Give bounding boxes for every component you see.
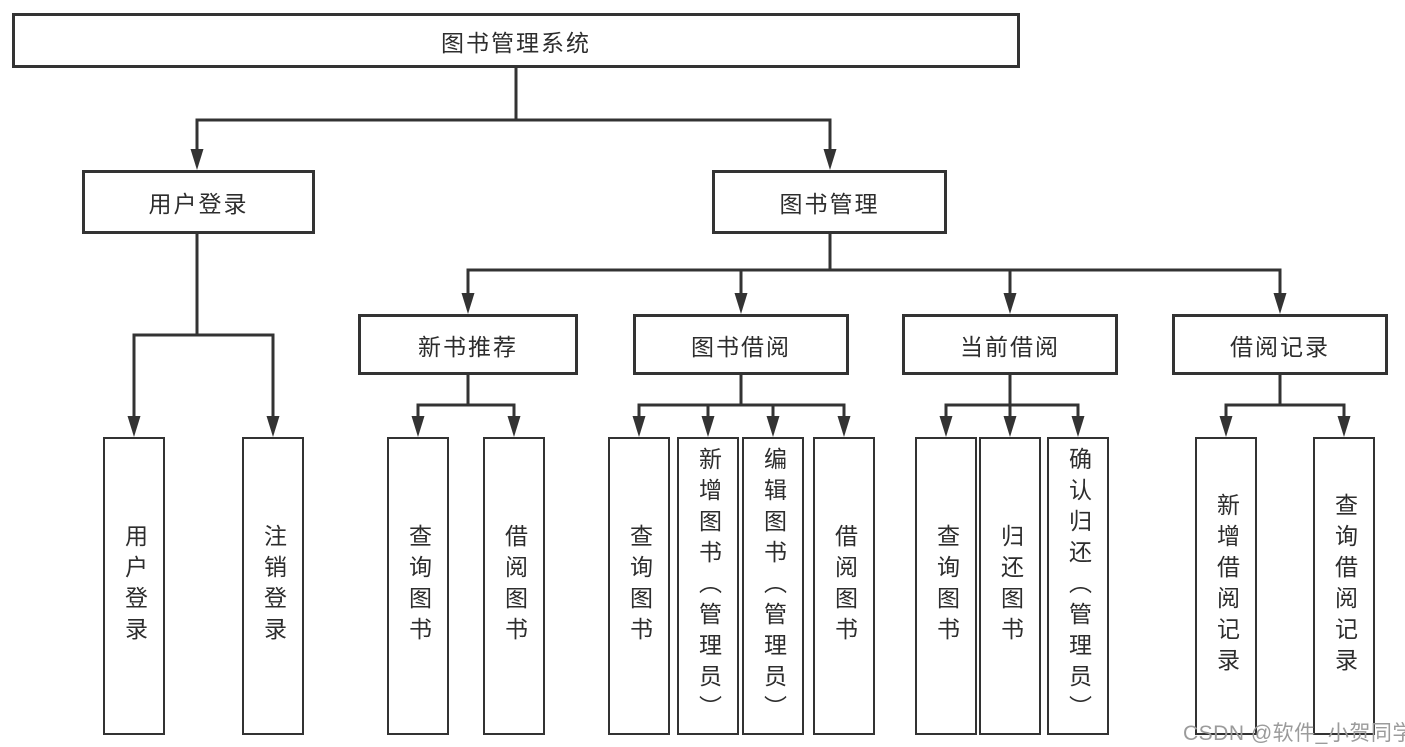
node-borrowing-records: 借阅记录 <box>1172 314 1388 375</box>
node-label: 图书管理系统 <box>441 29 591 56</box>
leaf-borrow-query-books: 查询图书 <box>608 437 670 735</box>
node-label: 图书借阅 <box>691 333 791 360</box>
node-user-login: 用户登录 <box>82 170 315 234</box>
csdn-watermark: CSDN @软件_小贺同学 <box>1183 722 1405 745</box>
leaf-current-return-books: 归还图书 <box>979 437 1041 735</box>
node-label: 用户登录 <box>148 191 249 217</box>
node-label: 图书管理 <box>779 191 880 217</box>
leaf-user-login: 用户登录 <box>103 437 165 735</box>
leaf-borrow-borrow-books: 借阅图书 <box>813 437 875 735</box>
leaf-borrow-edit-books-admin: 编辑图书（管理员） <box>742 437 804 735</box>
leaf-recommend-borrow-books: 借阅图书 <box>483 437 545 735</box>
leaf-borrow-add-books-admin: 新增图书（管理员） <box>677 437 739 735</box>
leaf-records-add-borrow-record: 新增借阅记录 <box>1195 437 1257 735</box>
leaf-current-query-books: 查询图书 <box>915 437 977 735</box>
node-new-book-recommendation: 新书推荐 <box>358 314 578 375</box>
leaf-recommend-query-books: 查询图书 <box>387 437 449 735</box>
node-label: 借阅记录 <box>1230 333 1330 360</box>
node-label: 新书推荐 <box>418 333 518 360</box>
leaf-logout: 注销登录 <box>242 437 304 735</box>
node-book-borrowing: 图书借阅 <box>633 314 849 375</box>
leaf-records-query-borrow-record: 查询借阅记录 <box>1313 437 1375 735</box>
node-library-management-system: 图书管理系统 <box>12 13 1020 68</box>
node-current-borrowing: 当前借阅 <box>902 314 1118 375</box>
node-label: 当前借阅 <box>960 333 1060 360</box>
node-book-management: 图书管理 <box>712 170 947 234</box>
leaf-current-confirm-return-admin: 确认归还（管理员） <box>1047 437 1109 735</box>
